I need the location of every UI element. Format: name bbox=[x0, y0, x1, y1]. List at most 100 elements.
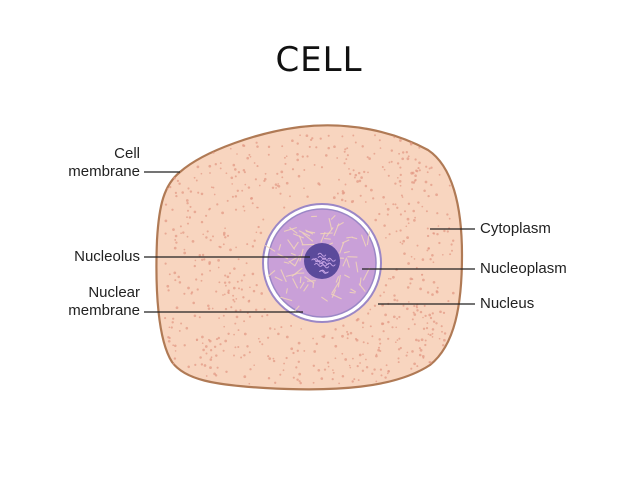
cytoplasm-granule bbox=[320, 166, 324, 169]
cytoplasm-granule bbox=[411, 181, 414, 184]
cytoplasm-granule bbox=[219, 343, 222, 346]
nucleoplasm-strand bbox=[330, 215, 336, 220]
nucleoplasm-strand bbox=[283, 226, 297, 232]
nucleoplasm-strand bbox=[328, 217, 333, 230]
cytoplasm-granule bbox=[375, 380, 378, 383]
cytoplasm-granule bbox=[353, 378, 356, 381]
cytoplasm-granule bbox=[242, 169, 246, 172]
cytoplasm-granule bbox=[185, 326, 189, 330]
cytoplasm-granule bbox=[236, 280, 239, 283]
cytoplasm-granule bbox=[387, 320, 390, 324]
cytoplasm-granule bbox=[296, 153, 299, 156]
cytoplasm-granule bbox=[378, 338, 381, 341]
cytoplasm-granule bbox=[401, 196, 404, 198]
cytoplasm-granule bbox=[406, 157, 410, 161]
cytoplasm-granule bbox=[219, 167, 222, 170]
cytoplasm-granule bbox=[348, 364, 351, 367]
cytoplasm-granule bbox=[424, 314, 427, 318]
cytoplasm-granule bbox=[261, 315, 264, 318]
cytoplasm-granule bbox=[212, 151, 215, 154]
nucleoplasm-strand bbox=[274, 276, 283, 282]
cytoplasm-granule bbox=[415, 306, 419, 309]
cytoplasm-granule bbox=[223, 293, 226, 296]
cytoplasm-granule bbox=[233, 267, 236, 270]
cytoplasm-granule bbox=[222, 294, 224, 296]
cytoplasm-granule bbox=[352, 134, 355, 137]
cytoplasm-granule bbox=[175, 306, 179, 310]
label-nucleoplasm: Nucleoplasm bbox=[480, 260, 567, 278]
cytoplasm-granule bbox=[414, 216, 416, 219]
cytoplasm-granule bbox=[230, 176, 234, 180]
cytoplasm-granule bbox=[346, 333, 350, 336]
cytoplasm-granule bbox=[436, 286, 439, 289]
cytoplasm-granule bbox=[187, 365, 190, 369]
cytoplasm-granule bbox=[424, 343, 427, 347]
cytoplasm-granule bbox=[373, 368, 376, 371]
cytoplasm-granule bbox=[172, 344, 175, 347]
nucleoplasm-strand bbox=[321, 296, 329, 302]
cytoplasm-granule bbox=[393, 298, 396, 302]
cytoplasm-granule bbox=[197, 191, 200, 194]
cytoplasm-granule bbox=[226, 199, 229, 202]
cytoplasm-granule bbox=[204, 345, 208, 348]
cytoplasm-granule bbox=[208, 164, 212, 168]
cytoplasm-granule bbox=[201, 342, 204, 345]
cytoplasm-granule bbox=[426, 227, 429, 230]
label-cell-membrane: Cell membrane bbox=[40, 145, 140, 181]
nucleoplasm-strand bbox=[283, 261, 290, 264]
cytoplasm-granule bbox=[297, 360, 301, 364]
cytoplasm-granule bbox=[174, 191, 177, 194]
cytoplasm-granule bbox=[341, 135, 344, 138]
cytoplasm-granule bbox=[422, 356, 425, 359]
cytoplasm-granule bbox=[208, 262, 211, 266]
cytoplasm-granule bbox=[266, 314, 269, 317]
cytoplasm-granule bbox=[396, 176, 399, 179]
cytoplasm-granule bbox=[381, 166, 384, 168]
cytoplasm-granule bbox=[248, 315, 252, 318]
cytoplasm-granule bbox=[208, 339, 212, 343]
cytoplasm-granule bbox=[373, 304, 377, 308]
cytoplasm-granule bbox=[338, 382, 340, 385]
cytoplasm-granule bbox=[263, 308, 266, 311]
nucleolus-squiggle bbox=[317, 255, 327, 260]
cytoplasm-granule bbox=[214, 163, 217, 166]
cytoplasm-granule bbox=[371, 372, 374, 375]
cytoplasm-granule bbox=[341, 334, 344, 338]
cytoplasm-granule bbox=[193, 176, 196, 179]
cytoplasm-granule bbox=[255, 231, 258, 234]
cytoplasm-granule bbox=[415, 169, 418, 173]
cytoplasm-granule bbox=[279, 373, 282, 376]
cytoplasm-granule bbox=[358, 179, 362, 183]
cytoplasm-granule bbox=[170, 326, 173, 329]
nucleoplasm-strand bbox=[280, 296, 293, 302]
cytoplasm-granule bbox=[180, 322, 183, 325]
nucleolus-texture bbox=[311, 252, 336, 274]
nucleolus-squiggle bbox=[313, 258, 323, 263]
cytoplasm-granule bbox=[218, 317, 220, 319]
cytoplasm-granule bbox=[215, 354, 218, 357]
cytoplasm-granule bbox=[349, 331, 353, 335]
cytoplasm-granule bbox=[419, 348, 423, 352]
cytoplasm-granule bbox=[222, 233, 226, 237]
cytoplasm-granule bbox=[196, 165, 200, 169]
cytoplasm-granule bbox=[175, 241, 178, 244]
cytoplasm-granule bbox=[331, 336, 334, 340]
cytoplasm-granule bbox=[233, 286, 236, 290]
nucleoplasm-strand bbox=[292, 278, 299, 289]
cytoplasm-granule bbox=[167, 335, 170, 339]
cytoplasm-granule bbox=[221, 211, 224, 215]
cytoplasm-granule bbox=[421, 205, 424, 208]
cytoplasm-granule bbox=[424, 339, 427, 342]
cytoplasm-granule bbox=[431, 336, 434, 338]
cytoplasm-granule bbox=[346, 337, 349, 340]
cytoplasm-granule bbox=[373, 152, 376, 155]
cytoplasm-granule bbox=[443, 229, 446, 233]
cytoplasm-granule bbox=[271, 186, 275, 190]
cytoplasm-granule bbox=[248, 351, 251, 354]
nucleoplasm-strand bbox=[288, 260, 296, 267]
cytoplasm-granule bbox=[284, 162, 287, 165]
cytoplasm-granule bbox=[217, 336, 221, 340]
cytoplasm-granule bbox=[277, 183, 280, 185]
cytoplasm-granule bbox=[382, 330, 385, 333]
cytoplasm-granule bbox=[303, 187, 305, 190]
